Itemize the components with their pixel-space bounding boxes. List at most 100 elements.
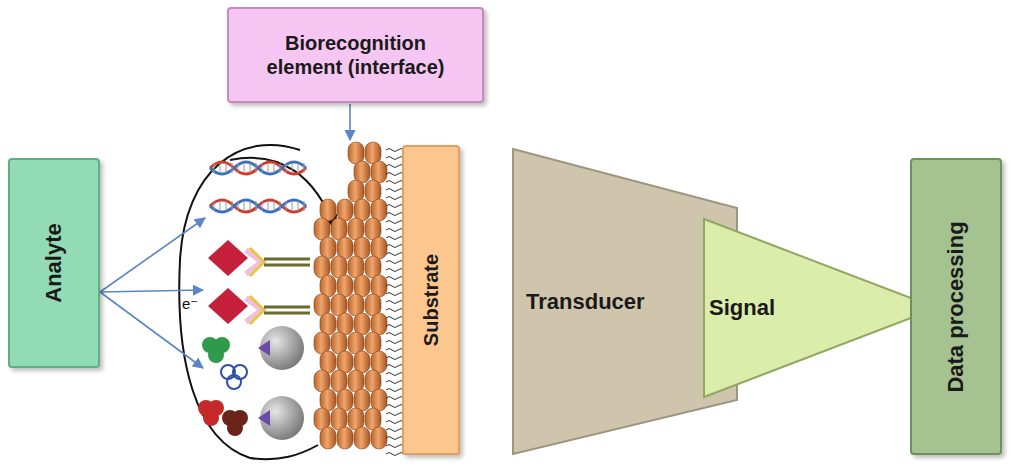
receptor-sphere <box>258 326 304 440</box>
dna-rung <box>244 163 245 173</box>
dna-rung <box>274 201 275 211</box>
interface-cylinder <box>371 237 387 259</box>
dna-rung <box>220 163 221 173</box>
dna-rung <box>238 163 239 173</box>
interface-cylinder <box>371 351 387 373</box>
interface-cylinder <box>320 275 336 297</box>
dna-rung <box>220 201 221 211</box>
interface-cylinder <box>371 199 387 221</box>
dna-rung <box>280 163 281 173</box>
dna-rung <box>298 201 299 211</box>
dna-rung <box>238 201 239 211</box>
interface-cylinder <box>337 427 353 449</box>
substrate-box: Substrate <box>402 145 460 455</box>
interface-cylinder <box>354 427 370 449</box>
interface-cylinder <box>337 351 353 373</box>
dna-helix <box>210 162 306 212</box>
interface-cylinder <box>314 408 330 430</box>
pointer-arrow <box>349 104 351 140</box>
interface-cylinder <box>365 294 381 316</box>
interface-cylinder <box>371 427 387 449</box>
small-molecule <box>198 337 248 436</box>
interface-cylinder <box>348 180 364 202</box>
signal-shape-fill <box>704 219 937 397</box>
interface-cylinder <box>348 408 364 430</box>
dna-rung <box>214 201 215 211</box>
node-label: Transducer <box>526 289 676 315</box>
interface-cylinder <box>337 389 353 411</box>
interface-cylinder <box>371 275 387 297</box>
dna-rung <box>214 163 215 173</box>
dna-rung <box>262 163 263 173</box>
electron-loop <box>250 445 318 459</box>
interface-cylinder <box>348 218 364 240</box>
dna-rung <box>292 201 293 211</box>
dna-rung <box>244 201 245 211</box>
dna-rung <box>304 163 305 173</box>
dna-rung <box>268 201 269 211</box>
dna-rung <box>304 201 305 211</box>
dna-rung <box>286 163 287 173</box>
dna-rung <box>262 201 263 211</box>
interface-cylinder <box>354 275 370 297</box>
interface-cylinder <box>320 237 336 259</box>
interface-cylinder <box>331 256 347 278</box>
signal-shape: Signal <box>703 218 938 398</box>
interface-cylinder <box>371 161 387 183</box>
node-label: Substrate <box>420 254 443 346</box>
dna-rung <box>256 201 257 211</box>
label-box: Biorecognition element (interface) <box>227 7 484 103</box>
node-label: Analyte <box>41 223 67 302</box>
node-label: Data processing <box>943 221 969 392</box>
dna-rung <box>232 201 233 211</box>
interface-cylinder <box>320 313 336 335</box>
interface-cylinder <box>331 408 347 430</box>
interface-cylinder <box>365 370 381 392</box>
interface-cylinder <box>320 199 336 221</box>
dna-rung <box>286 201 287 211</box>
interface-cylinder <box>320 389 336 411</box>
interface-cylinder <box>354 161 370 183</box>
analyte-box: Analyte <box>8 158 100 368</box>
interface-cylinder <box>348 370 364 392</box>
interface-cylinder <box>337 199 353 221</box>
interface-cylinder <box>348 332 364 354</box>
interface-cylinder <box>331 332 347 354</box>
electron-symbol: e⁻ <box>181 296 199 311</box>
dna-rung <box>268 163 269 173</box>
dna-rung <box>250 163 251 173</box>
dna-rung <box>274 163 275 173</box>
dna-rung <box>250 201 251 211</box>
interface-layer <box>314 142 387 449</box>
interface-cylinder <box>365 218 381 240</box>
data-processing-box: Data processing <box>910 158 1002 455</box>
interface-cylinder <box>365 408 381 430</box>
interface-cylinder <box>348 256 364 278</box>
interface-cylinder <box>314 332 330 354</box>
dna-rung <box>256 163 257 173</box>
interface-cylinder <box>354 237 370 259</box>
dna-rung <box>232 163 233 173</box>
interface-cylinder <box>365 332 381 354</box>
antibody <box>208 240 310 324</box>
interface-cylinder <box>354 351 370 373</box>
interface-cylinder <box>314 256 330 278</box>
interface-cylinder <box>371 313 387 335</box>
interface-cylinder <box>354 313 370 335</box>
node-label: Signal <box>709 295 799 321</box>
interface-cylinder <box>314 370 330 392</box>
interface-cylinder <box>365 256 381 278</box>
interface-cylinder <box>320 351 336 373</box>
linker-wave <box>386 453 404 456</box>
dna-rung <box>226 163 227 173</box>
dna-rung <box>298 163 299 173</box>
interface-cylinder <box>337 313 353 335</box>
interface-cylinder <box>348 142 364 164</box>
interface-cylinder <box>354 199 370 221</box>
interface-cylinder <box>354 389 370 411</box>
interface-cylinder <box>320 427 336 449</box>
interface-cylinder <box>348 294 364 316</box>
interface-cylinder <box>314 294 330 316</box>
interface-cylinder <box>365 142 381 164</box>
dna-rung <box>226 201 227 211</box>
